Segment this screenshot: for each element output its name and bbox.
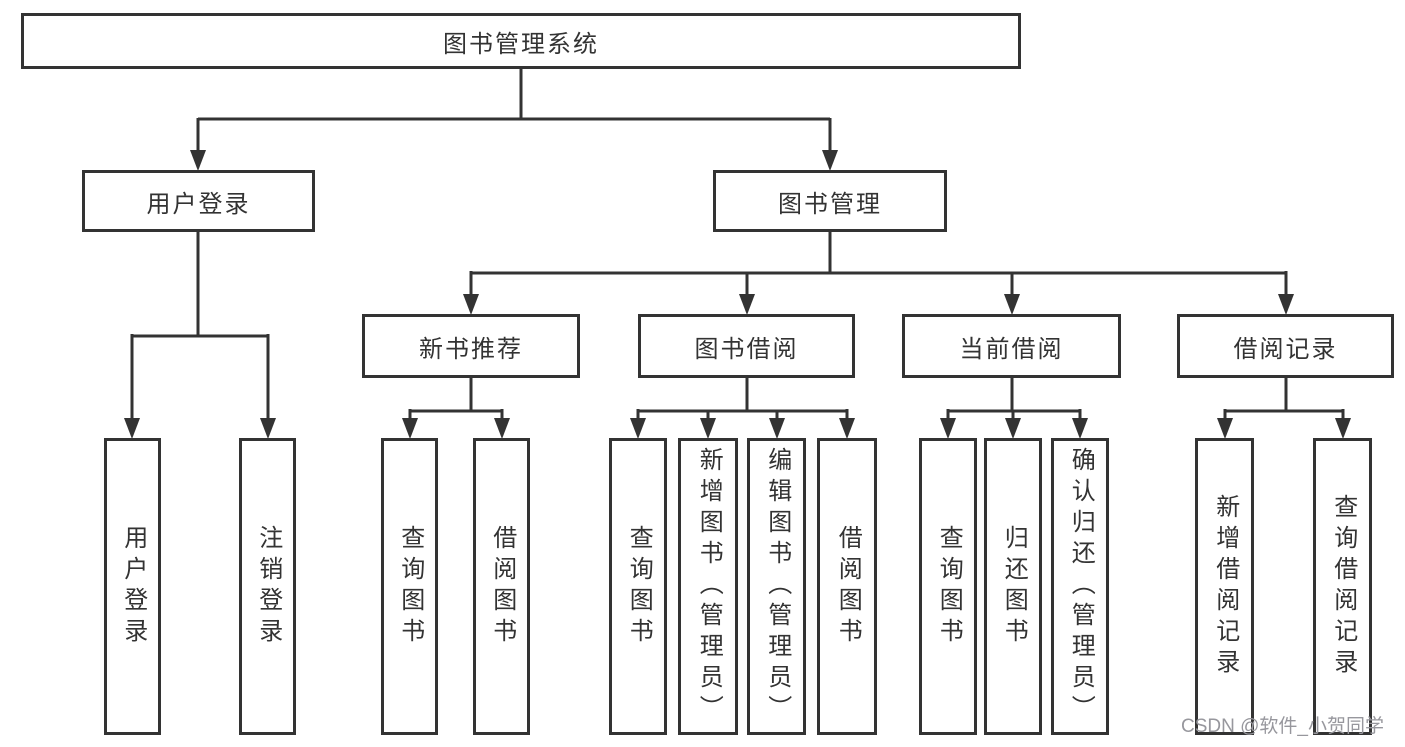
- leaf-add-borrow-record: 新增借阅记录: [1195, 438, 1254, 735]
- arrow-down-icon: [739, 294, 755, 315]
- node-label: 查询图书: [625, 524, 653, 649]
- node-label: 新增图书（管理员）: [695, 447, 723, 726]
- node-label: 新增借阅记录: [1211, 493, 1239, 680]
- arrow-down-icon: [630, 418, 646, 439]
- node-label: 借阅图书: [834, 524, 862, 649]
- node-label: 图书管理系统: [443, 30, 599, 58]
- arrow-down-icon: [1335, 418, 1351, 439]
- leaf-logout: 注销登录: [239, 438, 296, 735]
- node-new-book-recommend: 新书推荐: [362, 314, 580, 378]
- node-label: 借阅记录: [1233, 335, 1338, 363]
- node-user-login-module: 用户登录: [82, 170, 315, 232]
- arrow-down-icon: [1005, 418, 1021, 439]
- leaf-return-books: 归还图书: [984, 438, 1042, 735]
- node-label: 借阅图书: [488, 524, 516, 649]
- node-label: 用户登录: [119, 524, 147, 649]
- arrow-down-icon: [402, 418, 418, 439]
- node-current-borrow: 当前借阅: [902, 314, 1121, 378]
- leaf-query-books-current: 查询图书: [919, 438, 977, 735]
- node-label: 查询借阅记录: [1329, 493, 1357, 680]
- connector-book-management-children: [463, 232, 1294, 315]
- arrow-down-icon: [839, 418, 855, 439]
- leaf-query-borrow-record: 查询借阅记录: [1313, 438, 1372, 735]
- node-label: 查询图书: [935, 524, 963, 649]
- connector-user-login-children: [124, 232, 276, 439]
- arrow-down-icon: [1217, 418, 1233, 439]
- node-label: 查询图书: [396, 524, 424, 649]
- node-label: 注销登录: [254, 524, 282, 649]
- connector-root-to-level2: [190, 69, 838, 171]
- node-label: 当前借阅: [959, 335, 1064, 363]
- leaf-borrow-books: 借阅图书: [817, 438, 877, 735]
- arrow-down-icon: [124, 418, 140, 439]
- arrow-down-icon: [940, 418, 956, 439]
- arrow-down-icon: [769, 418, 785, 439]
- leaf-add-books-admin: 新增图书（管理员）: [678, 438, 738, 735]
- leaf-user-login: 用户登录: [104, 438, 161, 735]
- node-book-management-module: 图书管理: [713, 170, 947, 232]
- arrow-down-icon: [822, 150, 838, 171]
- arrow-down-icon: [260, 418, 276, 439]
- arrow-down-icon: [1278, 294, 1294, 315]
- connector-book-borrow-children: [630, 378, 855, 439]
- node-system-root: 图书管理系统: [21, 13, 1021, 69]
- arrow-down-icon: [190, 150, 206, 171]
- watermark: CSDN @软件_小贺同学: [1181, 716, 1384, 737]
- arrow-down-icon: [700, 418, 716, 439]
- connector-new-book-children: [402, 378, 510, 439]
- arrow-down-icon: [1004, 294, 1020, 315]
- node-label: 确认归还（管理员）: [1067, 447, 1095, 726]
- connector-current-borrow-children: [940, 378, 1088, 439]
- leaf-query-books-borrow: 查询图书: [609, 438, 667, 735]
- node-label: 编辑图书（管理员）: [763, 447, 791, 726]
- arrow-down-icon: [463, 294, 479, 315]
- leaf-query-books-recommend: 查询图书: [381, 438, 438, 735]
- node-borrow-records: 借阅记录: [1177, 314, 1394, 378]
- node-label: 图书借阅: [694, 335, 799, 363]
- leaf-edit-books-admin: 编辑图书（管理员）: [747, 438, 806, 735]
- node-book-borrow: 图书借阅: [638, 314, 855, 378]
- arrow-down-icon: [1072, 418, 1088, 439]
- leaf-confirm-return-admin: 确认归还（管理员）: [1051, 438, 1109, 735]
- node-label: 用户登录: [146, 190, 251, 218]
- node-label: 归还图书: [1000, 524, 1028, 649]
- connector-borrow-records-children: [1217, 378, 1351, 439]
- node-label: 新书推荐: [419, 335, 523, 363]
- arrow-down-icon: [494, 418, 510, 439]
- node-label: 图书管理: [778, 190, 882, 218]
- leaf-borrow-books-recommend: 借阅图书: [473, 438, 530, 735]
